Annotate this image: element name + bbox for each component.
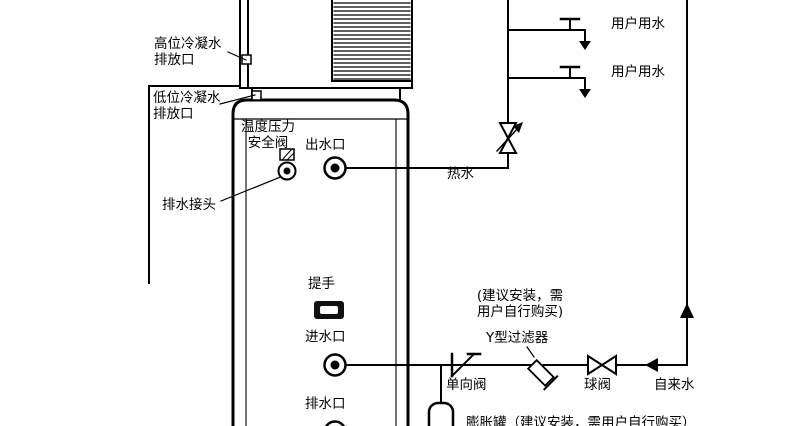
label-low-condensate-drain: 低位冷凝水 排放口 xyxy=(153,90,221,122)
label-water-outlet: 出水口 xyxy=(305,137,346,153)
hot-water-pipe xyxy=(345,0,586,169)
y-filter-icon xyxy=(526,358,559,391)
label-temp-pressure-safety-valve: 温度压力 安全阀 xyxy=(241,119,295,151)
drain-port-icon xyxy=(324,420,346,426)
label-handle: 提手 xyxy=(308,276,335,292)
condenser-fins-icon xyxy=(333,2,411,80)
label-drain-connector: 排水接头 xyxy=(162,197,216,213)
label-water-inlet: 进水口 xyxy=(305,329,346,345)
check-valve-icon xyxy=(450,352,482,378)
label-hot-water: 热水 xyxy=(447,166,474,182)
expansion-tank-icon xyxy=(427,401,455,426)
label-user-tap-2: 用户用水 xyxy=(611,64,665,80)
flow-arrow-up-icon xyxy=(680,303,694,318)
faucet-icon xyxy=(559,65,591,98)
label-high-condensate-drain: 高位冷凝水 排放口 xyxy=(154,36,222,68)
label-tap-water: 自来水 xyxy=(654,377,695,393)
cold-water-pipe xyxy=(344,0,688,404)
ball-valve-icon xyxy=(587,354,617,376)
outlet-port-icon xyxy=(323,156,347,180)
leader-lines xyxy=(219,51,535,358)
label-purchase-note: (建议安装，需 用户自行购买) xyxy=(476,288,564,320)
label-drain-outlet: 排水口 xyxy=(305,396,346,412)
label-ball-valve: 球阀 xyxy=(584,377,611,393)
safety-valve-icon xyxy=(277,148,297,181)
inlet-port-icon xyxy=(323,353,347,377)
heat-pump-unit xyxy=(239,0,413,101)
faucet-icon xyxy=(559,17,591,50)
label-expansion-tank-note: 膨胀罐（建议安装，需用户自行购买） xyxy=(466,415,696,426)
flow-arrow-left-icon xyxy=(645,358,658,372)
water-tank xyxy=(231,98,410,426)
label-y-filter: Y型过滤器 xyxy=(486,330,549,346)
label-user-tap-1: 用户用水 xyxy=(611,16,665,32)
handle-icon xyxy=(314,301,344,319)
label-check-valve: 单向阀 xyxy=(446,377,487,393)
hot-riser-valve-icon xyxy=(495,122,523,154)
